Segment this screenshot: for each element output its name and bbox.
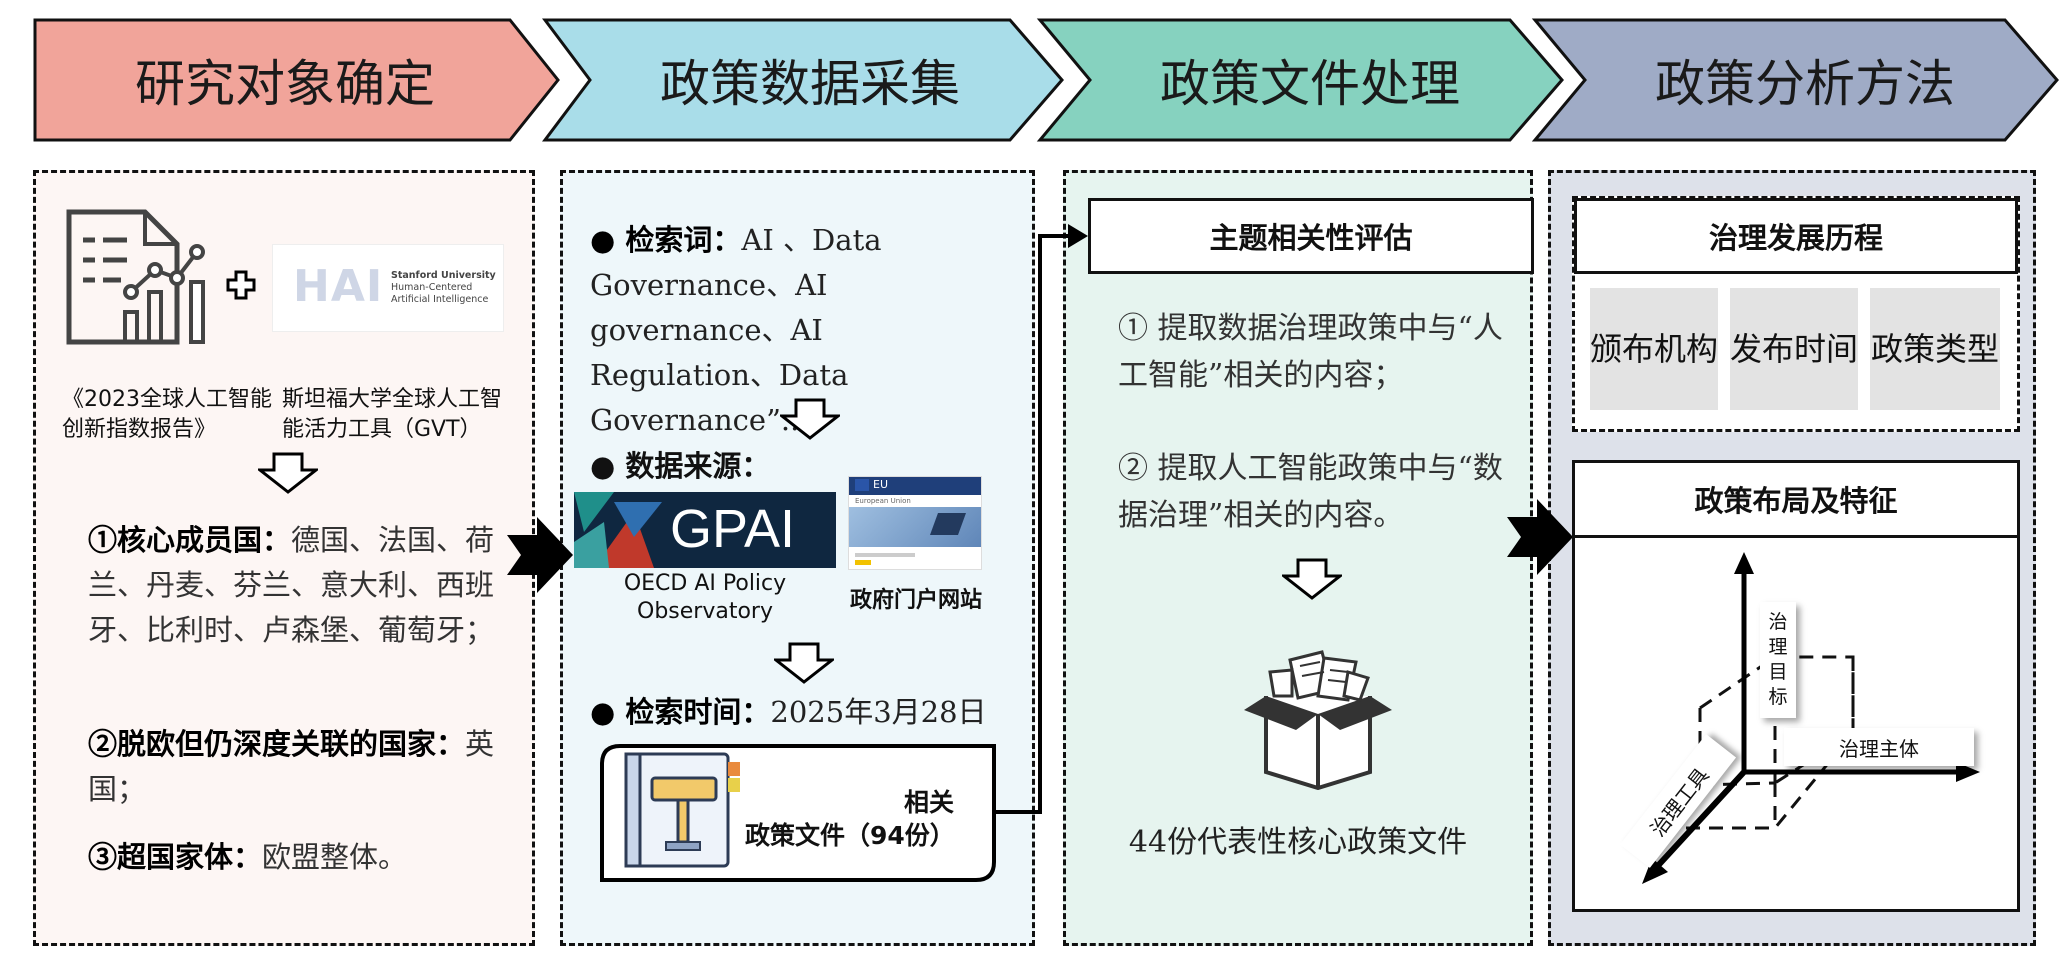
right-arrow-icon [507,517,573,593]
hai-line-1: Stanford University [391,270,496,281]
keywords-label: ● 检索词： [590,223,742,257]
time-text: 2025年3月28日 [770,695,987,729]
supranational-body: ③超国家体：欧盟整体。 [88,835,518,880]
down-arrow-icon [780,398,840,440]
keywords-text: AI 、Data Governance、AI governance、AI Reg… [590,223,882,437]
plus-icon [226,270,256,300]
item3-text: 欧盟整体。 [262,840,408,874]
gov-portal-thumbnail: EU European Union [848,476,982,570]
process-chevrons [33,18,2059,142]
gov-thumb-sub: European Union [855,497,911,505]
search-keywords: ● 检索词：AI 、Data Governance、AI governance、… [590,218,1010,443]
representative-documents: 44份代表性核心政策文件 [1128,825,1468,860]
axis-label-goal: 治理目标 [1768,611,1788,708]
right-arrow-icon [1507,499,1573,575]
hai-letters: HAI [293,261,384,312]
step-4-label: 政策分析方法 [1655,55,1955,113]
gov-portal-caption: 政府门户网站 [849,588,982,613]
chevron-step-1 [33,18,560,142]
stanford-caption: 斯坦福大学全球人工智能活力工具（GVT） [282,387,503,442]
step-1-label: 研究对象确定 [135,55,435,113]
doc-line-1: 相关 [904,788,955,817]
report-caption: 《2023全球人工智能创新指数报告》 [62,387,272,442]
doc-line-2: 政策文件（94份） [745,821,955,850]
core-member-states: ①核心成员国：德国、法国、荷兰、丹麦、芬兰、意大利、西班牙、比利时、卢森堡、葡萄… [88,518,518,653]
cell-release-time: 发布时间 [1730,288,1858,410]
gpai-logo-text: GPAI [670,499,796,559]
stanford-hai-logo: HAI Stanford University Human-Centered A… [272,244,504,332]
search-time: ● 检索时间：2025年3月28日 [590,690,1030,735]
gov-thumb-header: EU [873,478,889,491]
cell-policy-type: 政策类型 [1870,288,2000,410]
step-2-label: 政策数据采集 [660,55,960,113]
chevron-step-4 [1531,18,2059,142]
item1-text: 德国、法国、荷兰、丹麦、芬兰、意大利、西班牙、比利时、卢森堡、葡萄牙； [88,523,495,647]
step-extract-ai: ① 提取数据治理政策中与“人工智能”相关的内容； [1118,311,1503,393]
hai-line-3: Artificial Intelligence [391,294,489,305]
item3-label: ③超国家体： [88,840,263,874]
hai-line-2: Human-Centered [391,282,473,293]
time-label: ● 检索时间： [590,695,771,729]
axis-label-subject: 治理主体 [1784,728,1974,766]
item2-label: ②脱欧但仍深度关联的国家： [88,727,466,761]
axis-label-goal-box: 治理目标 [1760,602,1796,718]
item1-label: ①核心成员国： [88,523,292,557]
gpai-caption: OECD AI Policy Observatory [623,571,787,624]
cell-issuing-agency: 颁布机构 [1590,288,1718,410]
chevron-step-3 [1036,18,1564,142]
policy-layout-header: 政策布局及特征 [1572,460,2020,538]
data-source-label: ● 数据来源： [590,449,771,483]
step-3-label: 政策文件处理 [1160,55,1460,113]
relevance-assessment-header: 主题相关性评估 [1088,198,1534,274]
chevron-step-2 [542,18,1064,142]
document-box-icon [1244,650,1392,790]
governance-history-header: 治理发展历程 [1574,198,2018,274]
gpai-logo: GPAI [574,492,836,568]
down-arrow-icon [1282,558,1342,600]
brexit-country: ②脱欧但仍深度关联的国家：英国； [88,722,518,812]
law-book-icon [624,752,740,868]
down-arrow-icon [774,642,834,684]
panel-document-processing [1063,170,1533,946]
item2-text: 英国； [88,727,495,806]
report-chart-icon [66,209,205,345]
step-extract-data-governance: ② 提取人工智能政策中与“数据治理”相关的内容。 [1118,451,1503,533]
connector-arrow [994,224,1088,814]
down-arrow-icon [258,452,318,494]
